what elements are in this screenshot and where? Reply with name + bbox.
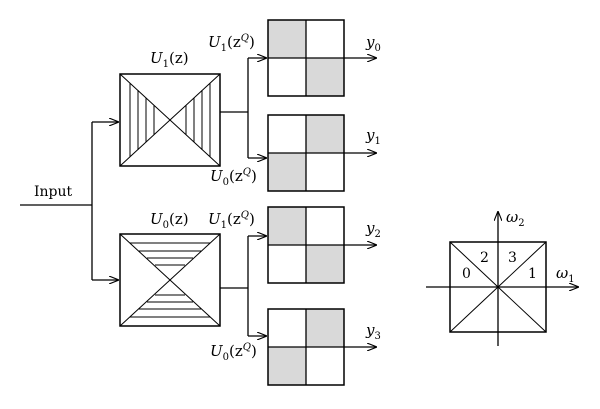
branch-label-y0: U1(zQ) — [208, 33, 255, 54]
output-label-y1: y1 — [365, 126, 381, 147]
bottom-branch-lines — [220, 236, 266, 336]
bottom-filter-label: U0(z) — [150, 210, 189, 231]
input-path — [20, 122, 118, 280]
top-filter-hatching — [129, 83, 211, 157]
omega1-axis-label: ω1 — [556, 264, 575, 285]
region-2-label: 2 — [480, 250, 489, 266]
subband-block-y2 — [267, 206, 345, 284]
top-filter-label: U1(z) — [150, 49, 189, 70]
bottom-filter-block — [119, 233, 221, 327]
top-filter-block — [119, 73, 221, 167]
branch-label-y2: U1(zQ) — [208, 210, 255, 231]
region-1-label: 1 — [528, 266, 537, 282]
input-label: Input — [34, 184, 73, 200]
output-label-y3: y3 — [365, 321, 381, 342]
output-label-y2: y2 — [365, 219, 381, 240]
branch-label-y3: U0(zQ) — [210, 342, 257, 363]
omega2-axis-label: ω2 — [506, 208, 525, 229]
bottom-filter-hatching — [130, 242, 210, 318]
output-label-y0: y0 — [365, 33, 381, 54]
subband-block-y3 — [267, 308, 345, 386]
subband-block-y0 — [267, 19, 345, 97]
region-0-label: 0 — [462, 266, 471, 282]
top-branch-lines — [220, 58, 266, 158]
subband-block-y1 — [267, 114, 345, 192]
branch-label-y1: U0(zQ) — [210, 167, 257, 188]
region-3-label: 3 — [508, 250, 517, 266]
frequency-plane — [426, 212, 578, 346]
